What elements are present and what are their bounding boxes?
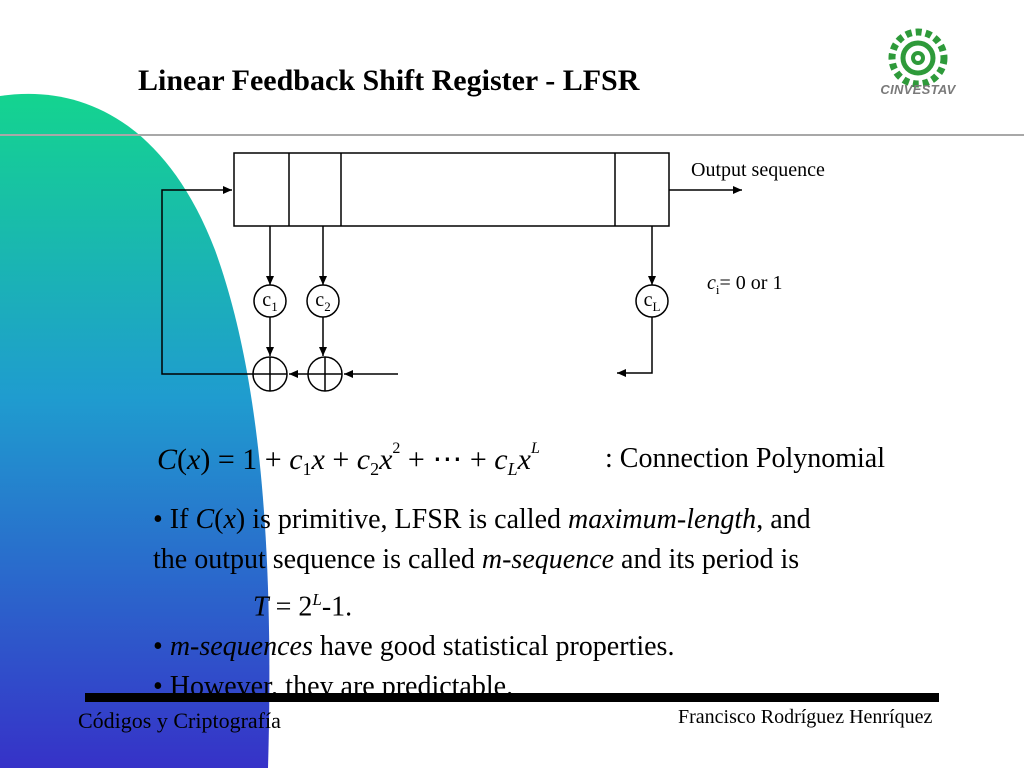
coef-label-1: c1 [262,289,278,314]
ci-rest: = 0 or 1 [719,272,783,294]
header-rule [0,134,1024,136]
coef-label-2: c2 [315,289,331,314]
coef-L-path [617,317,653,377]
footer-bar [85,693,939,702]
coefficient-definition: ci= 0 or 1 [707,272,782,298]
ci-var: c [707,272,716,294]
connection-polynomial-formula: C(x) = 1 + c1x + c2x2 + ⋯ + cLxL [157,440,540,479]
bullet-1-line-1: • If C(x) is primitive, LFSR is called m… [153,504,811,535]
ci-sub: i [715,282,720,297]
footer-course: Códigos y Criptografía [78,708,281,733]
footer-author: Francisco Rodríguez Henríquez [678,706,933,728]
bullet-1-line-2: the output sequence is called m-sequence… [153,544,800,575]
feedback-path [161,186,253,375]
cinvestav-logo-icon [888,28,948,88]
register-box [233,152,670,227]
logo-text: CINVESTAV [880,82,956,97]
page-title: Linear Feedback Shift Register - LFSR [138,64,640,97]
connection-polynomial-label: : Connection Polynomial [605,443,885,474]
xor-gate-1 [252,356,288,392]
bullet-list: • If C(x) is primitive, LFSR is called m… [153,500,973,707]
xor-gate-2 [307,356,343,392]
output-sequence-label: Output sequence [691,159,825,181]
period-formula: T = 2L-1. [253,590,353,623]
bullet-2: • m-sequences have good statistical prop… [153,631,675,663]
coef-label-L: cL [643,289,661,314]
gradient-blob [0,93,270,768]
